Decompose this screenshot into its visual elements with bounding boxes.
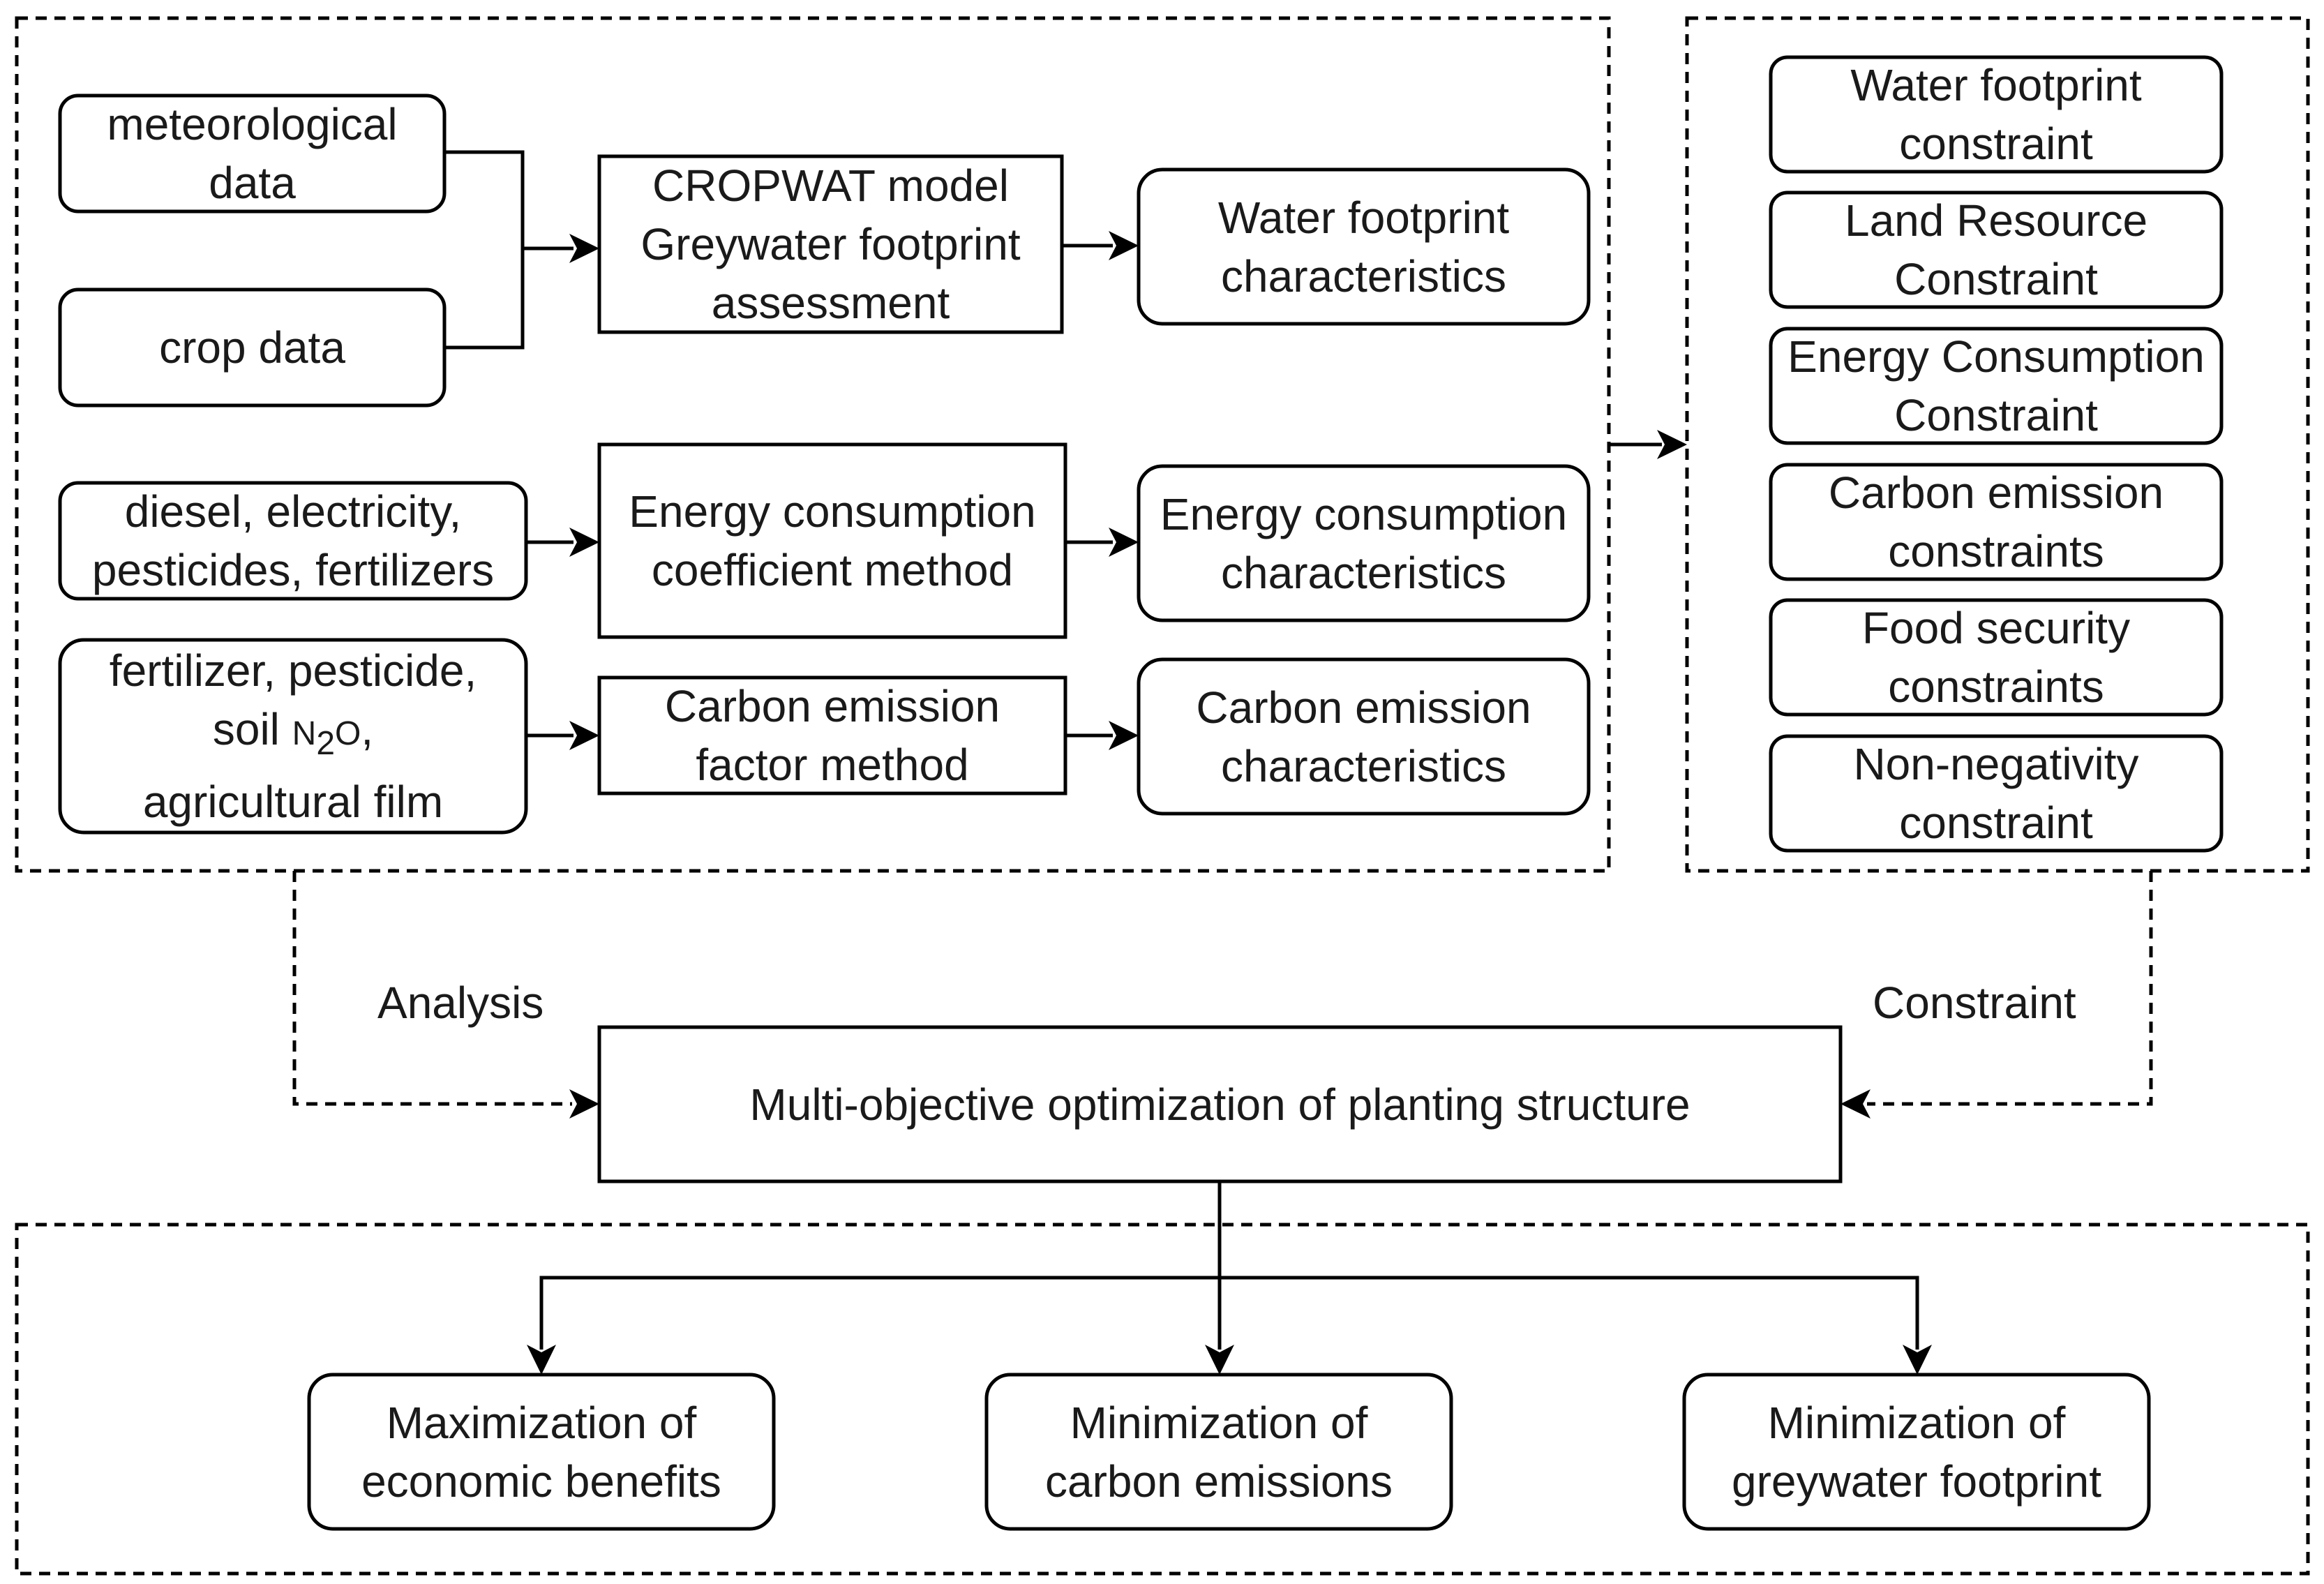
analysis-dashed-connector (292, 871, 572, 1106)
cropwat-model-box (597, 154, 1064, 334)
arrowhead (569, 528, 599, 557)
objective-group-frame (15, 1223, 2310, 1576)
crop-data-label: crop data (159, 322, 345, 373)
arrowhead (1205, 1345, 1234, 1375)
arrowhead (527, 1345, 556, 1375)
arrowhead (569, 721, 599, 750)
water-footprint-characteristics-box (1137, 167, 1591, 326)
non-negativity-constraint-label: Non-negativity constraint (1853, 739, 2139, 848)
carbon-characteristics-box (1137, 657, 1591, 816)
arrowhead (1109, 721, 1139, 750)
arrowhead (1657, 430, 1687, 459)
energy-characteristics-label: Energy consumption characteristics (1160, 488, 1568, 598)
energy-method-label: Energy consumption coefficient method (629, 486, 1036, 595)
constraint-box (1769, 734, 2224, 853)
water-footprint-characteristics-label: Water footprint characteristics (1217, 192, 1510, 301)
meteorological-data-label: meteorological data (107, 99, 398, 208)
objective-box (1682, 1373, 2151, 1531)
analysis-label: Analysis (377, 978, 544, 1028)
carbon-characteristics-label: Carbon emission characteristics (1196, 682, 1531, 791)
constraint-group-frame (1685, 16, 2310, 873)
carbon-inputs-label: fertilizer, pesticide, soil N2O, agricul… (109, 645, 477, 828)
connector-line (444, 150, 525, 350)
central-optimization-label: Multi-objective optimization of planting… (749, 1079, 1690, 1130)
cropwat-model-label: CROPWAT model Greywater footprint assess… (640, 160, 1021, 328)
energy-consumption-constraint-label: Energy Consumption Constraint (1787, 331, 2205, 440)
constraint-dashed-connector (1867, 871, 2153, 1106)
arrowhead (569, 1089, 599, 1119)
arrowhead (1841, 1089, 1871, 1119)
central-optimization-box (597, 1025, 1843, 1183)
constraint-label: Constraint (1873, 978, 2076, 1028)
soil-n2o-line: soil N2O, (212, 703, 374, 762)
arrowhead (569, 234, 599, 263)
water-footprint-constraint-label: Water footprint constraint (1850, 60, 2142, 169)
food-security-constraints-label: Food security constraints (1861, 603, 2131, 712)
minimize-carbon-emissions-label: Minimization of carbon emissions (1045, 1397, 1393, 1507)
carbon-method-box (597, 675, 1067, 795)
carbon-emission-constraints-label: Carbon emission constraints (1828, 468, 2164, 576)
constraint-box (1769, 327, 2224, 445)
constraint-box (1769, 190, 2224, 309)
land-resource-constraint-label: Land Resource Constraint (1844, 195, 2148, 304)
arrowhead (1109, 231, 1139, 260)
maximize-economic-benefits-label: Maximization of economic benefits (361, 1397, 721, 1507)
energy-inputs-label: diesel, electricity, pesticides, fertili… (91, 486, 495, 595)
constraint-box (1769, 598, 2224, 717)
arrowhead (1903, 1345, 1932, 1375)
constraint-box (1769, 463, 2224, 581)
constraint-box (1769, 55, 2224, 174)
connector-line (539, 1276, 1919, 1350)
minimize-greywater-footprint-label: Minimization of greywater footprint (1731, 1397, 2102, 1507)
energy-characteristics-box (1137, 464, 1591, 622)
objective-box (984, 1373, 1453, 1531)
carbon-method-label: Carbon emission factor method (664, 681, 1000, 790)
arrowhead (1109, 528, 1139, 557)
